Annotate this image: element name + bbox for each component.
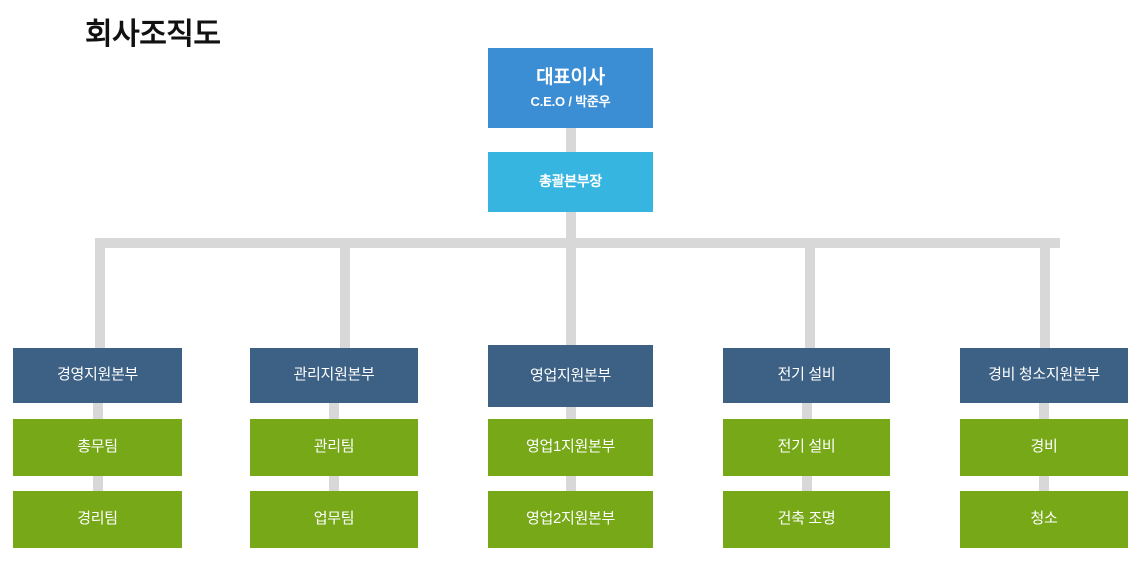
node-department-5-title: 경비 청소지원본부 <box>988 366 1100 384</box>
connector-stub-4-1 <box>801 403 812 419</box>
node-general-manager[interactable]: 총괄본부장 <box>488 152 653 212</box>
connector-stub-2-1 <box>329 403 339 419</box>
node-team-4-1-title: 전기 설비 <box>777 438 836 456</box>
node-team-5-1-title: 경비 <box>1030 438 1058 456</box>
connector-bus-to-department-4 <box>805 248 815 348</box>
page-title: 회사조직도 <box>85 18 221 51</box>
node-department-4-title: 전기 설비 <box>777 366 836 384</box>
connector-bus-to-department-5 <box>1040 248 1050 348</box>
connector-bus-to-department-2 <box>340 248 350 348</box>
node-team-2-2-title: 업무팀 <box>313 510 355 528</box>
node-team-3-1[interactable]: 영업1지원본부 <box>488 419 653 476</box>
node-team-1-1-title: 총무팀 <box>77 438 118 456</box>
node-department-5[interactable]: 경비 청소지원본부 <box>960 348 1128 403</box>
node-department-2-title: 관리지원본부 <box>293 366 375 384</box>
node-ceo-title: 대표이사 <box>536 67 605 88</box>
node-department-3[interactable]: 영업지원본부 <box>488 345 653 407</box>
node-team-2-2[interactable]: 업무팀 <box>250 491 418 548</box>
connector-horizontal-bus <box>95 238 1060 248</box>
node-department-4[interactable]: 전기 설비 <box>723 348 890 403</box>
connector-bus-to-department-1 <box>95 248 105 348</box>
connector-stub-5-1 <box>1039 403 1049 419</box>
node-team-2-1-title: 관리팀 <box>313 438 355 456</box>
node-general-manager-title: 총괄본부장 <box>539 173 602 190</box>
connector-stub-1-2 <box>92 476 103 491</box>
connector-stub-5-2 <box>1039 476 1049 491</box>
node-team-3-1-title: 영업1지원본부 <box>525 438 616 456</box>
node-department-1-title: 경영지원본부 <box>56 366 138 384</box>
node-team-4-2[interactable]: 건축 조명 <box>723 491 890 548</box>
node-team-1-2[interactable]: 경리팀 <box>13 491 182 548</box>
connector-ceo-to-general-manager <box>566 128 576 152</box>
node-ceo[interactable]: 대표이사 C.E.O / 박준우 <box>488 48 653 128</box>
node-team-3-2[interactable]: 영업2지원본부 <box>488 491 653 548</box>
node-team-2-1[interactable]: 관리팀 <box>250 419 418 476</box>
node-department-1[interactable]: 경영지원본부 <box>13 348 182 403</box>
node-team-4-1[interactable]: 전기 설비 <box>723 419 890 476</box>
node-team-5-1[interactable]: 경비 <box>960 419 1128 476</box>
connector-stub-4-2 <box>801 476 812 491</box>
connector-general-manager-to-bus <box>566 212 576 248</box>
connector-stub-1-1 <box>92 403 103 419</box>
connector-stub-3-2 <box>565 476 576 491</box>
connector-bus-to-department-3 <box>566 248 576 345</box>
connector-stub-2-2 <box>329 476 339 491</box>
node-team-3-2-title: 영업2지원본부 <box>525 510 616 528</box>
node-team-5-2-title: 청소 <box>1030 510 1058 528</box>
node-team-4-2-title: 건축 조명 <box>777 510 836 528</box>
node-team-5-2[interactable]: 청소 <box>960 491 1128 548</box>
node-department-2[interactable]: 관리지원본부 <box>250 348 418 403</box>
connector-stub-3-1 <box>565 407 576 419</box>
node-team-1-2-title: 경리팀 <box>77 510 118 528</box>
node-department-3-title: 영업지원본부 <box>529 366 611 384</box>
node-ceo-subtitle: C.E.O / 박준우 <box>530 93 611 109</box>
node-team-1-1[interactable]: 총무팀 <box>13 419 182 476</box>
